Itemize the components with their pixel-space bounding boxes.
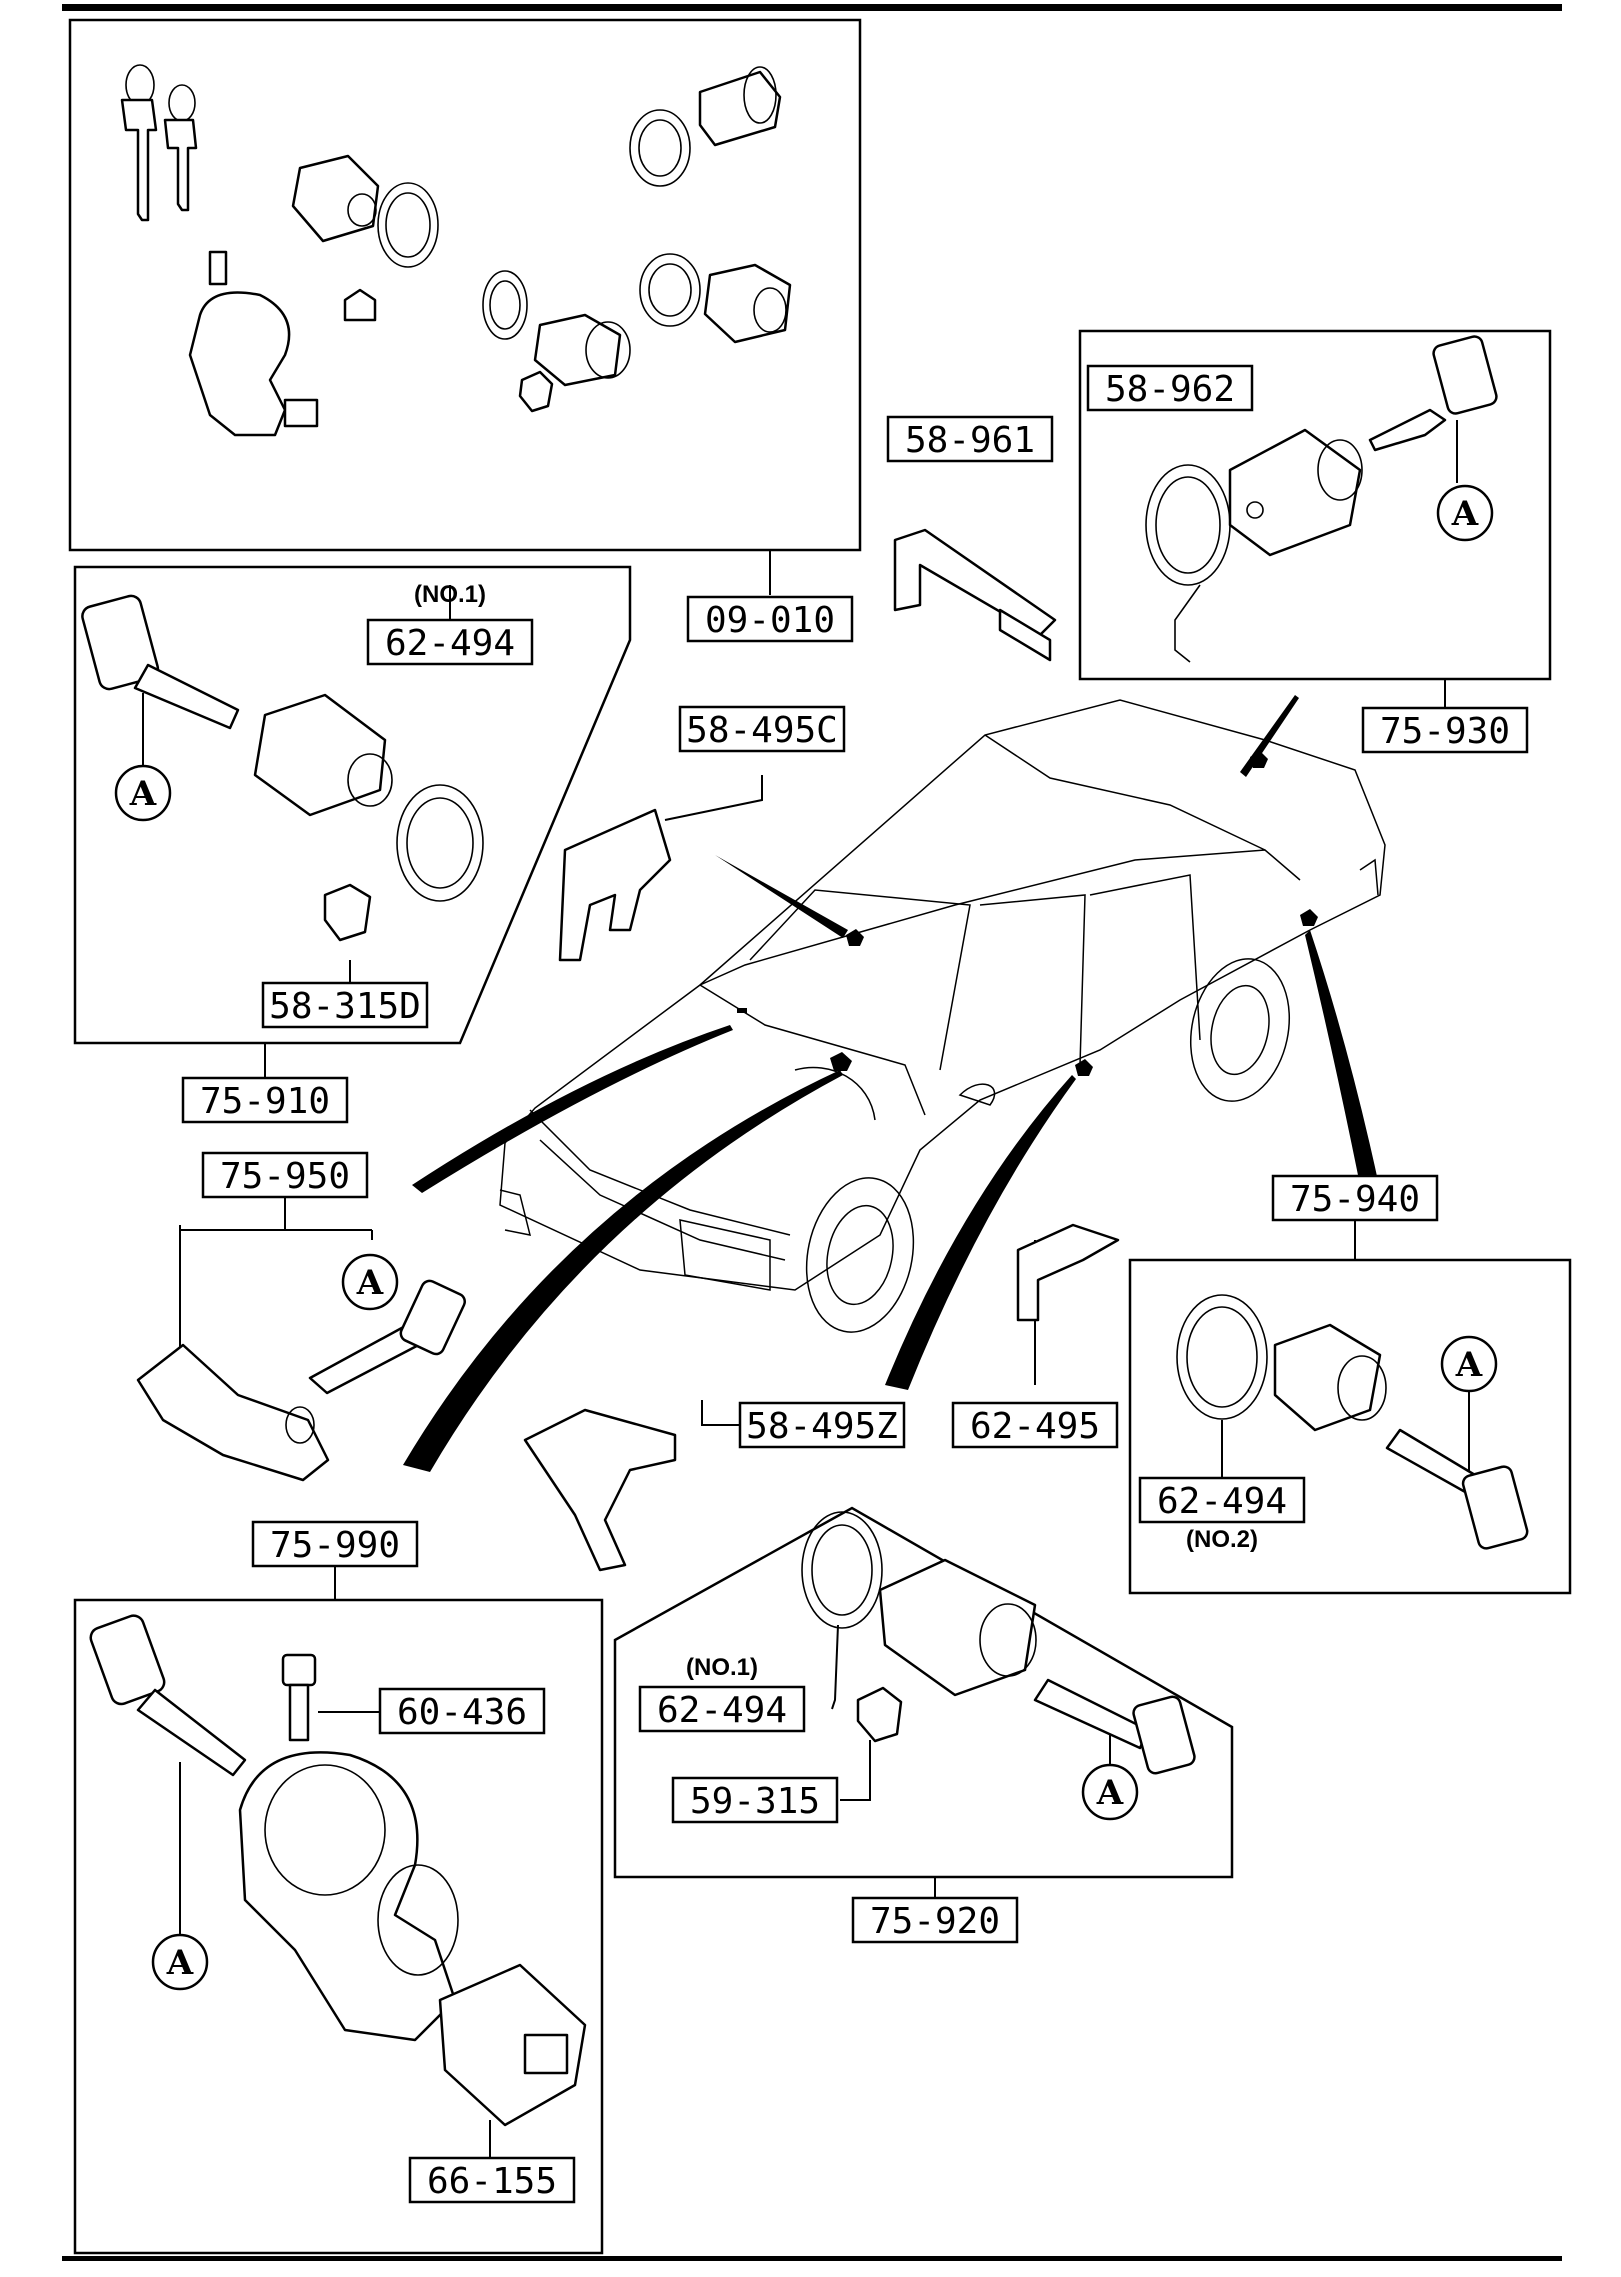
key-marker-a-75-910: A	[114, 764, 172, 822]
gasket-62-494-no2-icon	[1176, 1294, 1268, 1420]
door-cylinder-small-icon	[482, 270, 631, 413]
part-label-75-940-text: 75-940	[1290, 1179, 1420, 1220]
group-frame-75-930	[1078, 329, 1552, 681]
part-label-75-910: 75-910	[181, 1076, 349, 1124]
key-75-950-icon	[308, 1279, 466, 1395]
part-label-62-494-no1-mid-text: 62-494	[657, 1690, 787, 1731]
part-label-58-961-text: 58-961	[905, 420, 1035, 461]
gasket-62-494-no1-top-icon	[396, 784, 484, 902]
steering-lock-housing-icon	[238, 1751, 459, 2042]
lever-cylinder-75-950-icon	[136, 1343, 330, 1482]
group-frame-75-910	[73, 565, 632, 1045]
part-label-75-930-text: 75-930	[1380, 711, 1510, 752]
key-marker-a-75-940-text: A	[1455, 1345, 1483, 1385]
leader-lines	[142, 420, 1470, 2160]
part-label-58-495C: 58-495C	[678, 705, 846, 753]
door-cylinder-75-940-icon	[1273, 1323, 1387, 1432]
part-label-60-436-text: 60-436	[397, 1692, 527, 1733]
retainer-58-495Z-icon	[523, 1408, 677, 1572]
part-label-58-315D-text: 58-315D	[269, 986, 421, 1027]
clip-59-315-icon	[856, 1686, 903, 1743]
key-marker-a-75-930-text: A	[1451, 494, 1479, 534]
part-label-62-494-no1-top: 62-494	[366, 618, 534, 666]
note-no1-top: (NO.1)	[414, 581, 486, 608]
key-marker-a-75-950-text: A	[356, 1263, 384, 1303]
part-label-62-494-no2: 62-494	[1138, 1476, 1306, 1524]
car-illustration	[499, 699, 1386, 1333]
key-marker-a-75-990: A	[151, 1933, 209, 1991]
bolt-60-436-icon	[281, 1653, 317, 1742]
retainer-58-961-icon	[893, 528, 1057, 662]
part-label-75-950-text: 75-950	[220, 1156, 350, 1197]
bottom-rule	[62, 2256, 1562, 2261]
part-label-75-950: 75-950	[201, 1151, 369, 1199]
gasket-62-494-no1-mid-icon	[801, 1511, 883, 1629]
trunk-key-icon	[1368, 335, 1498, 452]
part-label-58-962-text: 58-962	[1105, 369, 1235, 410]
part-label-75-990-text: 75-990	[270, 1525, 400, 1566]
part-label-09-010-text: 09-010	[705, 600, 835, 641]
key-marker-a-75-940: A	[1440, 1335, 1498, 1393]
trunk-lock-cylinder-icon	[1145, 428, 1363, 663]
keys-pair-icon	[120, 64, 198, 222]
key-marker-a-75-920-text: A	[1096, 1773, 1124, 1813]
part-label-62-494-no1-top-text: 62-494	[385, 623, 515, 664]
key-marker-a-75-920: A	[1081, 1763, 1139, 1821]
note-no2: (NO.2)	[1186, 1526, 1258, 1553]
part-label-59-315-text: 59-315	[690, 1781, 820, 1822]
key-marker-a-75-990-text: A	[166, 1943, 194, 1983]
part-label-58-962: 58-962	[1086, 364, 1254, 412]
trunk-cylinder-small-icon	[629, 66, 792, 344]
clip-58-315D-icon	[323, 883, 372, 942]
key-marker-a-75-910-text: A	[129, 774, 157, 814]
ignition-housing-small-icon	[188, 250, 377, 437]
part-label-66-155-text: 66-155	[427, 2161, 557, 2202]
part-label-59-315: 59-315	[671, 1776, 839, 1824]
key-75-920-icon	[1033, 1678, 1196, 1775]
part-label-62-495-text: 62-495	[970, 1406, 1100, 1447]
retainer-58-495C-icon	[558, 808, 672, 962]
group-frame-09-010	[68, 18, 862, 552]
group-frame-75-940	[1128, 1258, 1572, 1595]
part-label-75-990: 75-990	[251, 1520, 419, 1568]
part-label-58-961: 58-961	[886, 415, 1054, 463]
ignition-switch-66-155-icon	[438, 1963, 587, 2127]
part-label-75-920-text: 75-920	[870, 1901, 1000, 1942]
part-label-58-495C-text: 58-495C	[686, 710, 838, 751]
key-75-940-icon	[1385, 1428, 1529, 1550]
part-label-62-495: 62-495	[951, 1401, 1119, 1449]
key-marker-a-75-950: A	[341, 1253, 399, 1311]
part-label-62-494-no1-mid: 62-494	[638, 1685, 806, 1733]
driver-door-key-icon	[81, 594, 240, 730]
part-label-58-495Z: 58-495Z	[738, 1401, 906, 1449]
part-label-58-315D: 58-315D	[261, 981, 429, 1029]
clip-62-495-icon	[1016, 1223, 1120, 1322]
part-label-58-495Z-text: 58-495Z	[746, 1406, 898, 1447]
driver-door-cylinder-icon	[253, 693, 393, 817]
part-label-62-494-no2-text: 62-494	[1157, 1481, 1287, 1522]
part-label-75-930: 75-930	[1361, 706, 1529, 754]
part-label-75-940: 75-940	[1271, 1174, 1439, 1222]
top-rule	[62, 4, 1562, 11]
part-label-09-010: 09-010	[686, 595, 854, 643]
door-cylinder-75-920-icon	[878, 1558, 1037, 1697]
part-label-66-155: 66-155	[408, 2156, 576, 2204]
ignition-cylinder-small-icon	[291, 154, 439, 268]
note-no1-mid: (NO.1)	[686, 1654, 758, 1681]
part-label-75-920: 75-920	[851, 1896, 1019, 1944]
part-label-75-910-text: 75-910	[200, 1081, 330, 1122]
part-label-60-436: 60-436	[378, 1687, 546, 1735]
key-marker-a-75-930: A	[1436, 484, 1494, 542]
key-75-990-icon	[89, 1614, 247, 1777]
group-frame-75-990	[73, 1598, 604, 2255]
